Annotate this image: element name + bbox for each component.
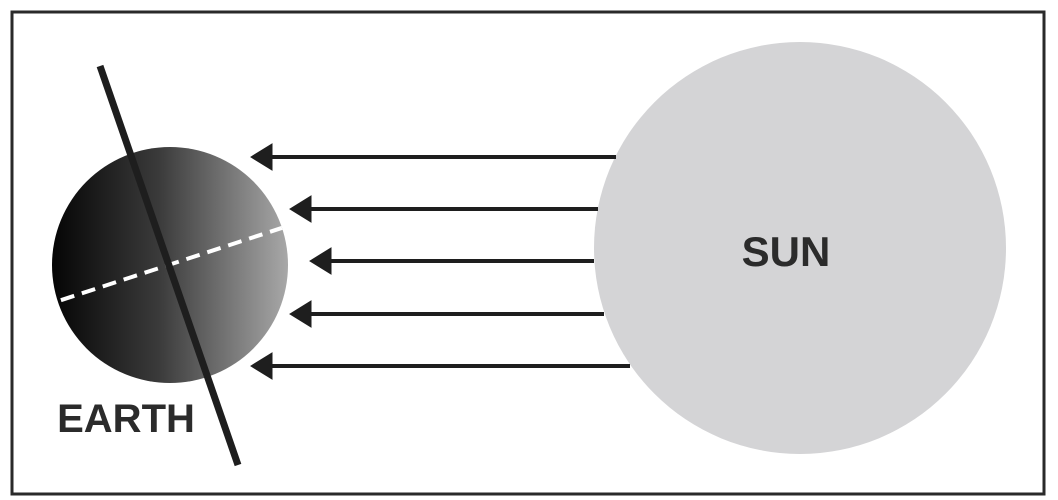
sun-label: SUN (742, 228, 831, 275)
arrowhead-icon (289, 195, 312, 223)
sunlight-ray (250, 352, 630, 380)
arrowhead-icon (250, 143, 273, 171)
sunlight-ray (250, 143, 616, 171)
arrowhead-icon (289, 300, 312, 328)
sunlight-ray (309, 247, 594, 275)
earth-axis (96, 64, 242, 467)
earth-label: EARTH (57, 397, 195, 441)
sunlight-ray (289, 300, 604, 328)
arrowhead-icon (309, 247, 332, 275)
sunlight-rays (250, 143, 630, 380)
sun: SUN (594, 42, 1006, 454)
sunlight-ray (289, 195, 598, 223)
arrowhead-icon (250, 352, 273, 380)
earth: EARTH (52, 64, 288, 467)
sun-disc (594, 42, 1006, 454)
